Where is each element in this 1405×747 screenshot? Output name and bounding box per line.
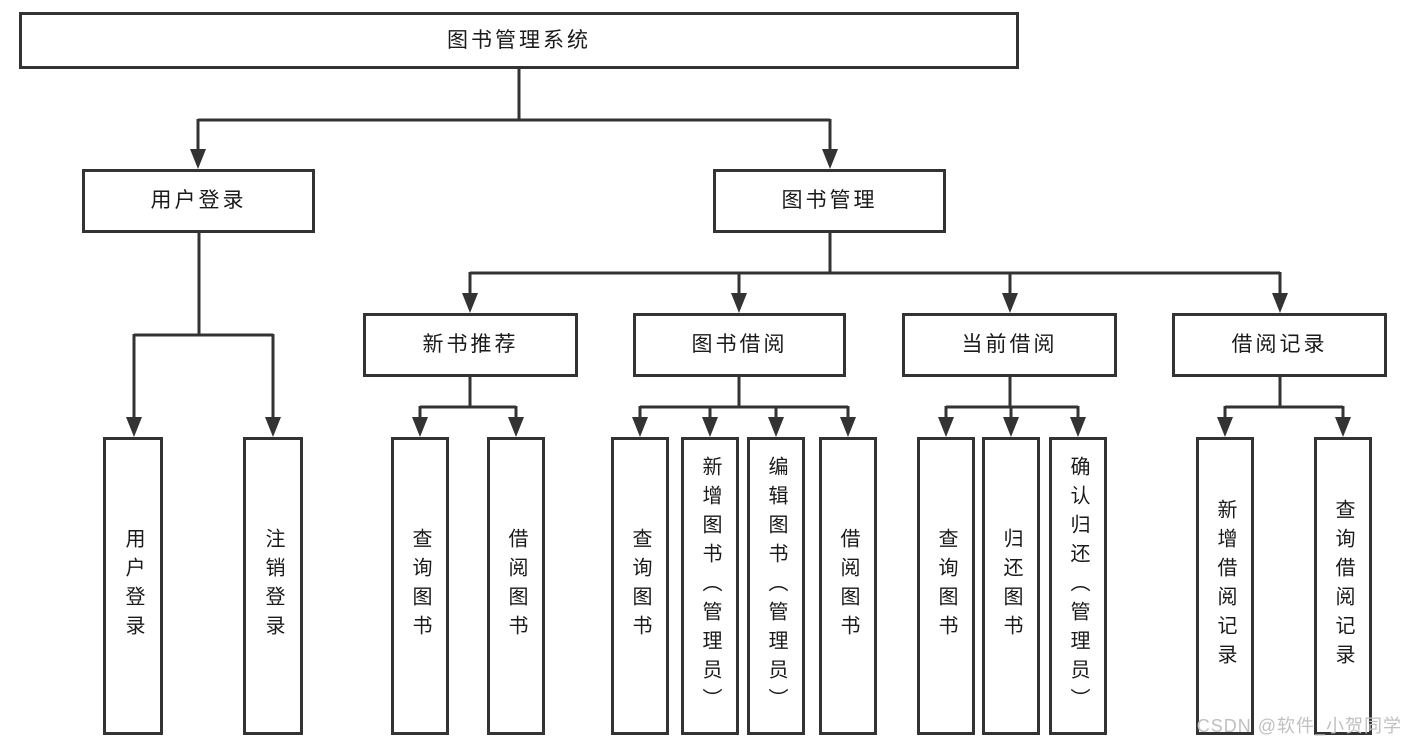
leaf-return-books: 归还图书: [982, 437, 1040, 735]
leaf-label: 用户登录: [122, 528, 144, 644]
csdn-watermark: CSDN @软件_小贺同学: [1196, 716, 1402, 736]
node-label: 当前借阅: [961, 333, 1058, 357]
leaf-query-books-current: 查询图书: [917, 437, 975, 735]
leaf-label: 借阅图书: [837, 528, 859, 644]
leaf-label: 查询图书: [629, 528, 651, 644]
leaf-label: 借阅图书: [505, 528, 527, 644]
leaf-query-books-recommend: 查询图书: [391, 437, 449, 735]
node-label: 图书管理: [781, 189, 878, 213]
leaf-label: 注销登录: [262, 528, 284, 644]
leaf-label: 确认归还（管理员）: [1067, 455, 1089, 717]
node-borrowing-records: 借阅记录: [1172, 313, 1387, 377]
leaf-borrow-books-recommend: 借阅图书: [487, 437, 545, 735]
node-label: 新书推荐: [422, 333, 519, 357]
leaf-user-login: 用户登录: [103, 437, 163, 735]
node-label: 图书借阅: [691, 333, 788, 357]
leaf-logout: 注销登录: [243, 437, 303, 735]
leaf-label: 查询借阅记录: [1332, 499, 1354, 673]
leaf-query-borrow-record: 查询借阅记录: [1314, 437, 1372, 735]
node-label: 用户登录: [150, 189, 247, 213]
node-book-management: 图书管理: [713, 169, 946, 233]
leaf-add-borrow-record: 新增借阅记录: [1196, 437, 1254, 735]
node-new-book-recommend: 新书推荐: [363, 313, 578, 377]
node-label: 图书管理系统: [447, 28, 591, 52]
leaf-label: 归还图书: [1000, 528, 1022, 644]
node-library-management-system: 图书管理系统: [19, 12, 1019, 69]
leaf-confirm-return-admin: 确认归还（管理员）: [1049, 437, 1107, 735]
node-current-borrowing: 当前借阅: [902, 313, 1117, 377]
arrowheads: [126, 149, 1351, 437]
node-user-login: 用户登录: [82, 169, 315, 233]
leaf-label: 查询图书: [409, 528, 431, 644]
leaf-label: 新增图书（管理员）: [699, 455, 721, 717]
leaf-borrow-books: 借阅图书: [819, 437, 877, 735]
leaf-edit-books-admin: 编辑图书（管理员）: [747, 437, 805, 735]
leaf-add-books-admin: 新增图书（管理员）: [681, 437, 739, 735]
leaf-label: 查询图书: [935, 528, 957, 644]
leaf-label: 新增借阅记录: [1214, 499, 1236, 673]
node-label: 借阅记录: [1231, 333, 1328, 357]
node-book-borrowing: 图书借阅: [633, 313, 846, 377]
leaf-query-books-borrowing: 查询图书: [611, 437, 669, 735]
leaf-label: 编辑图书（管理员）: [765, 455, 787, 717]
